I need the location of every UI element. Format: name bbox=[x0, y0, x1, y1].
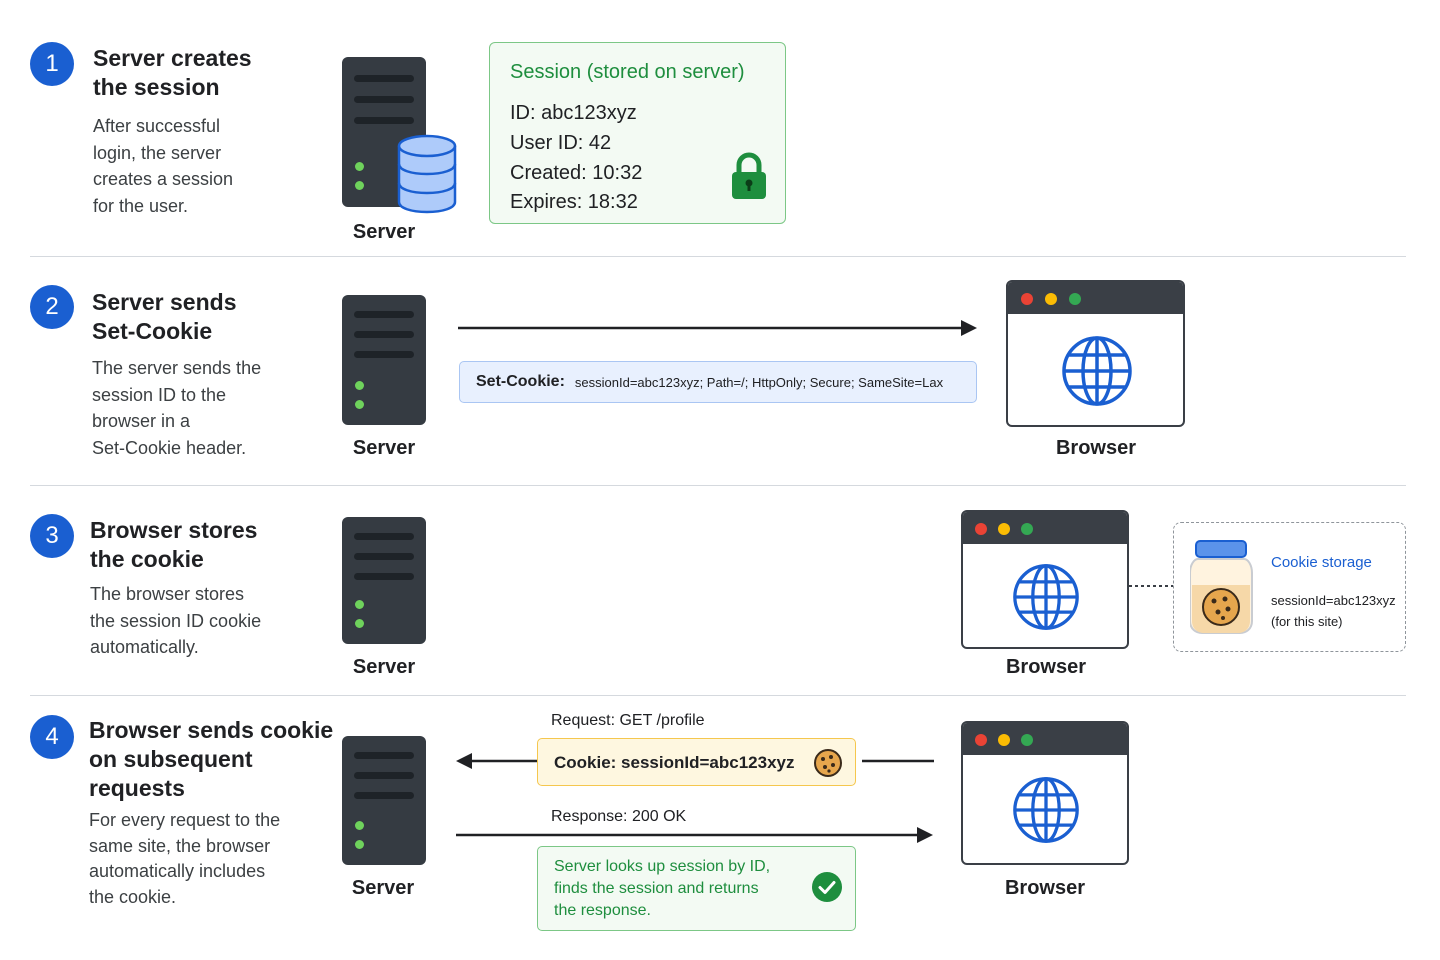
cookie-storage-card: Cookie storage sessionId=abc123xyz (for … bbox=[1173, 522, 1406, 652]
session-created: Created: 10:32 bbox=[510, 162, 643, 184]
response-line: Server looks up session by ID, bbox=[554, 858, 771, 875]
server-label: Server bbox=[351, 877, 415, 899]
database-icon bbox=[397, 134, 457, 214]
divider bbox=[30, 485, 1406, 486]
session-card: Session (stored on server) ID: abc123xyz… bbox=[489, 42, 786, 224]
response-box: Server looks up session by ID, finds the… bbox=[537, 846, 856, 931]
step-2-badge: 2 bbox=[30, 285, 74, 329]
step-1-title-line: Server creates bbox=[93, 45, 252, 71]
lock-icon bbox=[732, 152, 766, 199]
step-4-title-line: requests bbox=[89, 775, 185, 801]
request-label: Request: GET /profile bbox=[551, 712, 705, 729]
step-3-title: Browser stores the cookie bbox=[90, 516, 257, 574]
step-2-desc-line: The server sends the bbox=[92, 358, 262, 378]
session-title: Session (stored on server) bbox=[510, 61, 745, 83]
browser-label: Browser bbox=[1004, 877, 1086, 899]
step-2-desc-line: browser in a bbox=[92, 411, 191, 431]
response-line: finds the session and returns bbox=[554, 880, 759, 897]
set-cookie-value: sessionId=abc123xyz; Path=/; HttpOnly; S… bbox=[574, 374, 944, 390]
server-icon bbox=[342, 295, 426, 425]
globe-icon bbox=[1062, 336, 1132, 406]
request-cookie: Cookie: sessionId=abc123xyz bbox=[554, 753, 795, 772]
step-4-desc-line: For every request to the bbox=[89, 810, 281, 830]
arrow-line bbox=[862, 759, 934, 763]
session-expires: Expires: 18:32 bbox=[510, 191, 638, 213]
cookie-jar-icon bbox=[1190, 540, 1253, 634]
step-1-title: Server creates the session bbox=[93, 44, 252, 102]
dotted-connector bbox=[1129, 585, 1173, 587]
step-3-badge: 3 bbox=[30, 514, 74, 558]
step-4-title: Browser sends cookie on subsequent reque… bbox=[89, 716, 333, 803]
step-2-desc-line: session ID to the bbox=[92, 384, 227, 405]
cookie-storage-value: sessionId=abc123xyz bbox=[1271, 593, 1396, 608]
step-4-desc-line: automatically includes bbox=[89, 861, 266, 881]
browser-window bbox=[961, 510, 1129, 649]
cookie-storage-note: (for this site) bbox=[1271, 614, 1343, 629]
checkmark-icon bbox=[812, 872, 842, 902]
step-4-title-line: on subsequent bbox=[89, 746, 253, 772]
step-2-title: Server sends Set-Cookie bbox=[92, 288, 236, 346]
step-4-badge: 4 bbox=[30, 715, 74, 759]
browser-label: Browser bbox=[1005, 656, 1087, 678]
cookie-icon bbox=[814, 749, 842, 777]
set-cookie-key: Set-Cookie: bbox=[476, 373, 565, 390]
session-user-id: User ID: 42 bbox=[510, 132, 612, 154]
step-1-desc-line: creates a session bbox=[93, 169, 234, 189]
step-4-desc-line: same site, the browser bbox=[89, 835, 271, 856]
globe-icon bbox=[1013, 777, 1079, 843]
step-1-desc-line: login, the server bbox=[93, 142, 222, 163]
browser-window bbox=[1006, 280, 1185, 427]
step-2-title-line: Server sends bbox=[92, 289, 237, 315]
step-2-description: The server sends the session ID to the b… bbox=[92, 355, 261, 461]
step-3-title-line: the cookie bbox=[90, 546, 204, 572]
response-label: Response: 200 OK bbox=[551, 808, 687, 825]
step-3-desc-line: The browser stores bbox=[90, 584, 245, 604]
step-1-badge: 1 bbox=[30, 42, 74, 86]
cookie-storage-title: Cookie storage bbox=[1271, 554, 1372, 571]
server-icon bbox=[342, 57, 426, 207]
globe-icon bbox=[1013, 564, 1079, 630]
step-1-description: After successful login, the server creat… bbox=[93, 113, 233, 219]
step-2-desc-line: Set-Cookie header. bbox=[92, 437, 247, 458]
step-1-desc-line: After successful bbox=[93, 116, 221, 136]
server-label: Server bbox=[352, 221, 416, 243]
response-line: the response. bbox=[554, 902, 651, 919]
step-3-desc-line: automatically. bbox=[90, 637, 199, 657]
browser-label: Browser bbox=[1055, 437, 1137, 459]
server-label: Server bbox=[352, 656, 416, 678]
step-3-title-line: Browser stores bbox=[90, 517, 258, 543]
step-1-desc-line: for the user. bbox=[93, 195, 189, 216]
server-icon bbox=[342, 517, 426, 644]
step-4-description: For every request to the same site, the … bbox=[89, 808, 280, 910]
set-cookie-header: Set-Cookie: sessionId=abc123xyz; Path=/;… bbox=[459, 361, 977, 403]
step-2-title-line: Set-Cookie bbox=[92, 318, 213, 344]
arrow-right-icon bbox=[456, 827, 933, 843]
browser-window bbox=[961, 721, 1129, 865]
response-text: Server looks up session by ID, finds the… bbox=[554, 856, 770, 922]
divider bbox=[30, 695, 1406, 696]
step-3-desc-line: the session ID cookie bbox=[90, 610, 262, 631]
divider bbox=[30, 256, 1406, 257]
step-1-title-line: the session bbox=[93, 74, 220, 100]
session-id: ID: abc123xyz bbox=[510, 102, 637, 124]
request-cookie-box: Cookie: sessionId=abc123xyz bbox=[537, 738, 856, 786]
step-4-title-line: Browser sends cookie bbox=[89, 717, 334, 743]
server-icon bbox=[342, 736, 426, 865]
step-3-description: The browser stores the session ID cookie… bbox=[90, 581, 261, 661]
arrow-right-icon bbox=[458, 320, 977, 336]
step-4-desc-line: the cookie. bbox=[89, 886, 177, 907]
arrow-left-icon bbox=[456, 753, 538, 769]
server-label: Server bbox=[352, 437, 416, 459]
